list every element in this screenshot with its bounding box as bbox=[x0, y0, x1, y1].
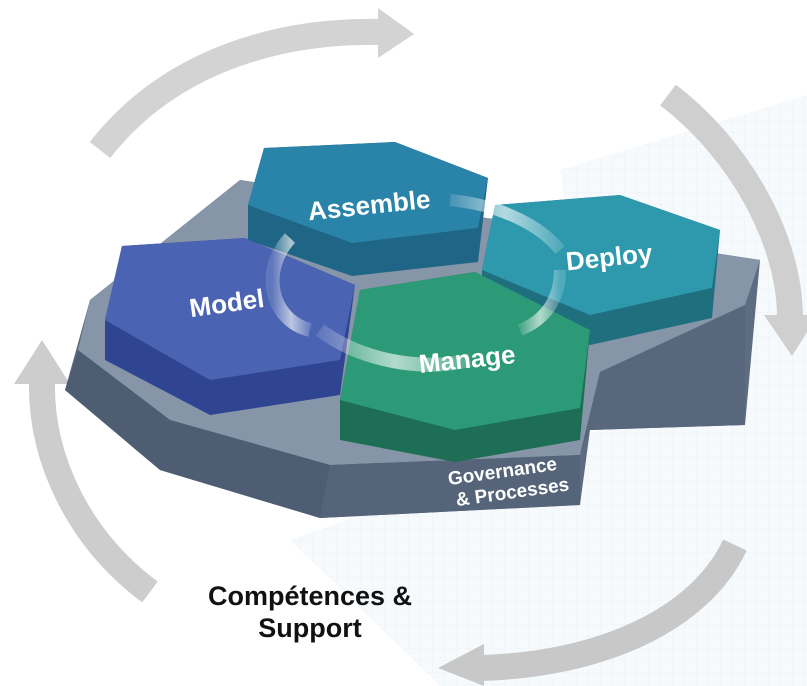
competences-support-caption: Compétences & Support bbox=[160, 580, 460, 644]
hex-model: Model bbox=[105, 238, 355, 415]
cycle-arrow-bottom bbox=[438, 539, 747, 686]
cycle-arrow-top bbox=[89, 8, 414, 159]
caption-line2: Support bbox=[258, 613, 362, 643]
caption-line1: Compétences & bbox=[207, 581, 413, 611]
hex-assemble: Assemble bbox=[248, 142, 488, 276]
inner-flow-arrows bbox=[265, 194, 566, 372]
cycle-arrow-left bbox=[14, 340, 158, 603]
cycle-arrow-right bbox=[660, 84, 807, 356]
